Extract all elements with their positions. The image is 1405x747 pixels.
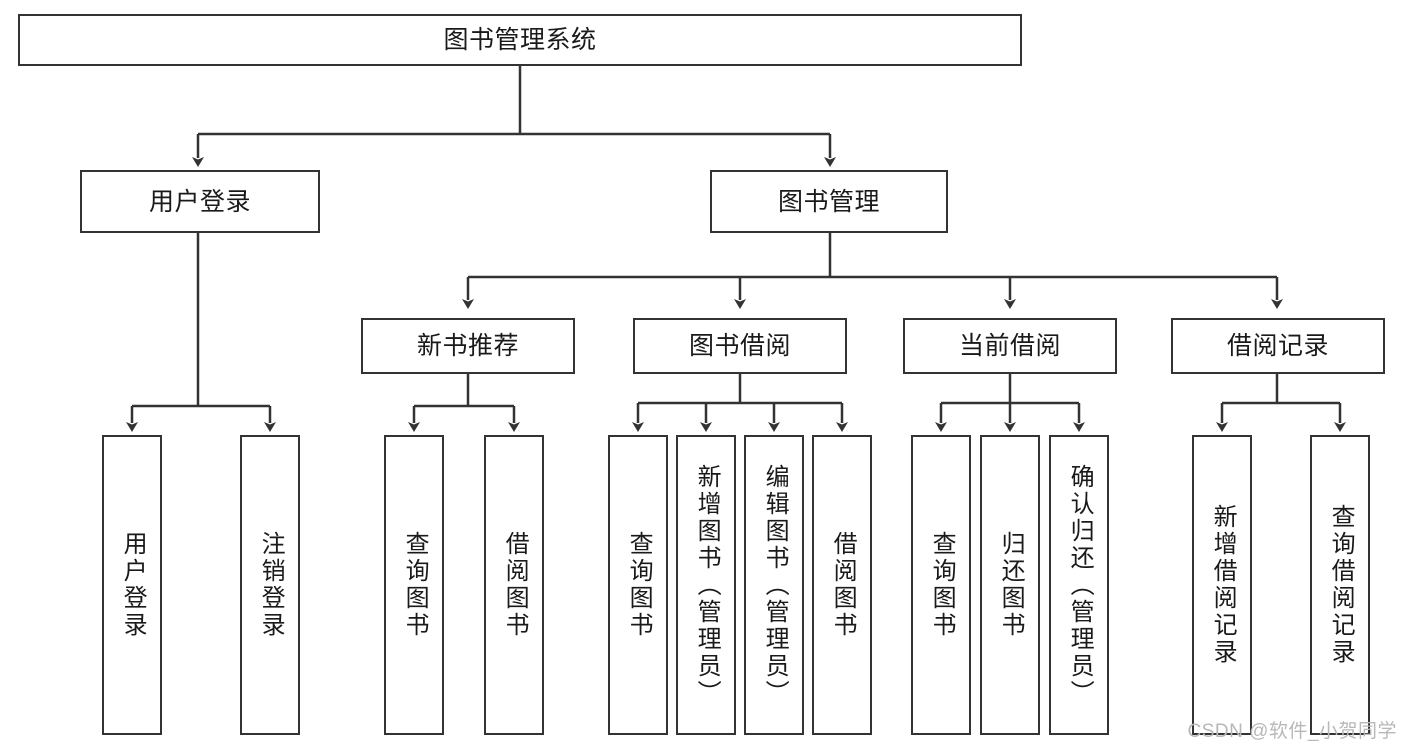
node-label: 查询借阅记录 — [1327, 504, 1355, 666]
node-label: 查询图书 — [625, 531, 653, 639]
node-label: 当前借阅 — [958, 332, 1061, 360]
node-leaf-user-login[interactable]: 用户登录 — [102, 435, 162, 735]
node-label: 新增图书（管理员） — [693, 463, 721, 707]
node-label: 新增借阅记录 — [1209, 504, 1237, 666]
node-leaf-add-book[interactable]: 新增图书（管理员） — [676, 435, 736, 735]
node-label: 用户登录 — [119, 531, 147, 639]
node-leaf-borrow-book-1[interactable]: 借阅图书 — [484, 435, 544, 735]
node-label: 图书借阅 — [688, 332, 791, 360]
node-book-borrow[interactable]: 图书借阅 — [633, 318, 847, 374]
node-leaf-edit-book[interactable]: 编辑图书（管理员） — [744, 435, 804, 735]
node-leaf-logout[interactable]: 注销登录 — [240, 435, 300, 735]
node-user-login[interactable]: 用户登录 — [80, 170, 320, 233]
node-label: 归还图书 — [997, 531, 1025, 639]
node-leaf-query-book-3[interactable]: 查询图书 — [911, 435, 971, 735]
node-label: 图书管理系统 — [443, 26, 597, 54]
node-leaf-query-book-2[interactable]: 查询图书 — [608, 435, 668, 735]
node-leaf-return-book[interactable]: 归还图书 — [980, 435, 1040, 735]
node-label: 用户登录 — [148, 187, 251, 216]
node-leaf-query-book-1[interactable]: 查询图书 — [384, 435, 444, 735]
node-label: 借阅记录 — [1226, 332, 1329, 360]
node-current-borrow[interactable]: 当前借阅 — [903, 318, 1117, 374]
node-label: 编辑图书（管理员） — [761, 463, 789, 707]
node-leaf-confirm-return[interactable]: 确认归还（管理员） — [1049, 435, 1109, 735]
node-new-book-recommend[interactable]: 新书推荐 — [361, 318, 575, 374]
node-leaf-query-record[interactable]: 查询借阅记录 — [1310, 435, 1370, 735]
node-label: 确认归还（管理员） — [1066, 463, 1094, 707]
node-leaf-add-record[interactable]: 新增借阅记录 — [1192, 435, 1252, 735]
watermark: CSDN @软件_小贺同学 — [1187, 721, 1397, 742]
node-label: 借阅图书 — [829, 531, 857, 639]
node-borrow-record[interactable]: 借阅记录 — [1171, 318, 1385, 374]
node-label: 查询图书 — [401, 531, 429, 639]
node-leaf-borrow-book-2[interactable]: 借阅图书 — [812, 435, 872, 735]
node-label: 注销登录 — [257, 531, 285, 639]
node-label: 新书推荐 — [416, 332, 519, 360]
node-label: 查询图书 — [928, 531, 956, 639]
node-label: 借阅图书 — [501, 531, 529, 639]
node-book-manage[interactable]: 图书管理 — [710, 170, 948, 233]
node-label: 图书管理 — [777, 187, 880, 216]
node-root-book-management-system[interactable]: 图书管理系统 — [18, 14, 1022, 66]
